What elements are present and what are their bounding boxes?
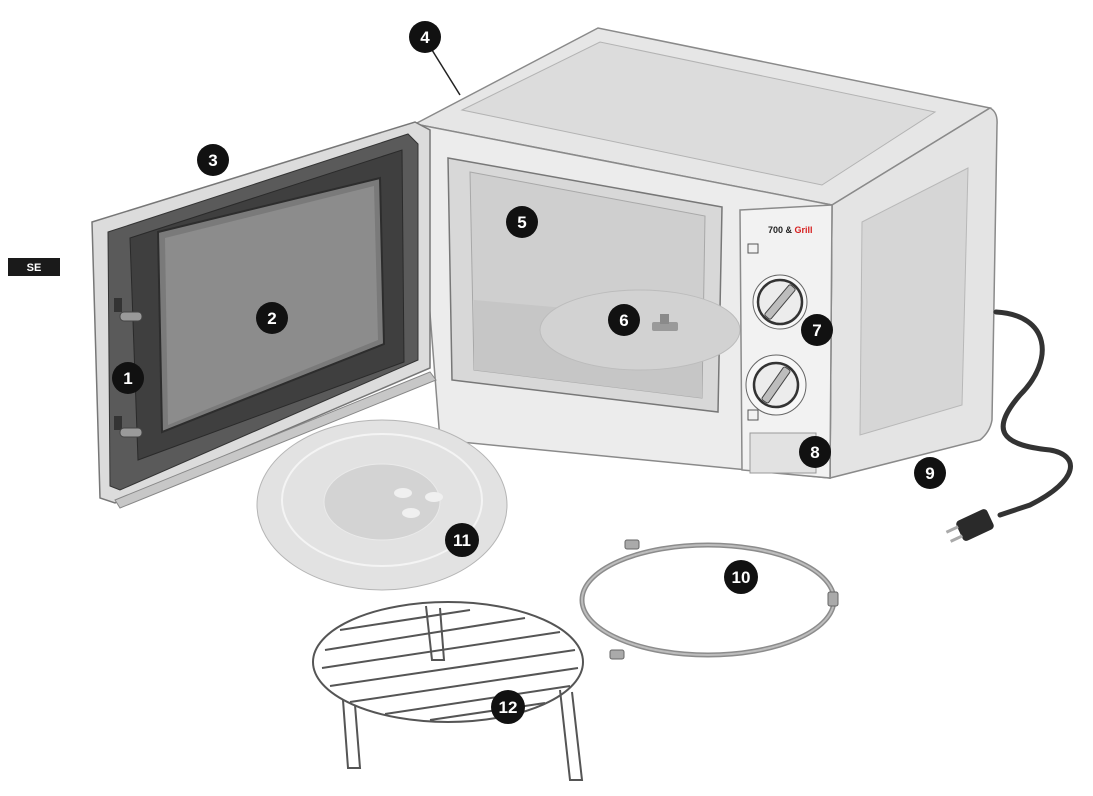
callout-5: 5 [506,206,538,238]
callout-8: 8 [799,436,831,468]
callout-10: 10 [724,560,758,594]
roller-ring [579,539,839,660]
callout-2-label: 2 [267,309,276,328]
callout-11: 11 [445,523,479,557]
callout-8-label: 8 [810,443,819,462]
callout-4: 4 [409,21,441,53]
grill-rack [312,601,584,781]
language-tag-text: SE [27,262,42,274]
callout-6: 6 [608,304,640,336]
leader-lines [431,49,461,96]
brand-prefix: 700 & [768,225,795,235]
callout-1: 1 [112,362,144,394]
timer-knob[interactable] [745,354,807,416]
callout-6-label: 6 [619,311,628,330]
callout-2: 2 [256,302,288,334]
callout-7: 7 [801,314,833,346]
callout-5-label: 5 [517,213,526,232]
microwave-body: 700 & Grill [412,27,998,479]
turntable-drive [652,314,678,331]
brand-text: 700 & Grill [768,225,813,235]
language-tag: SE [8,258,60,276]
callout-1-label: 1 [123,369,132,388]
callout-4-label: 4 [420,28,430,47]
callout-10-label: 10 [732,568,751,587]
callout-7-label: 7 [812,321,821,340]
brand-suffix: Grill [795,225,813,235]
power-knob[interactable] [752,274,808,330]
callout-11-label: 11 [453,531,471,550]
door-latch [114,298,143,438]
power-plug [945,509,994,543]
glass-turntable [256,419,508,591]
power-cord [945,309,1073,543]
callout-12-label: 12 [499,698,518,717]
callout-12: 12 [491,690,525,724]
callout-3: 3 [197,144,229,176]
callout-9-label: 9 [925,464,934,483]
callout-3-label: 3 [208,151,217,170]
callout-9: 9 [914,457,946,489]
